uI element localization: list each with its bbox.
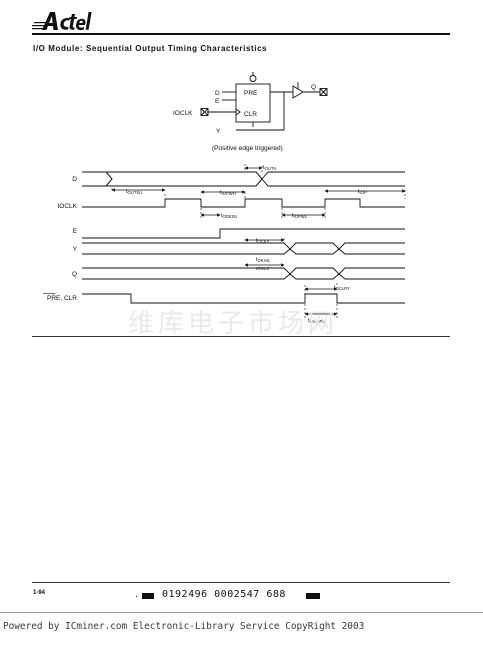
credit-rule — [0, 612, 483, 613]
output-buffer-icon — [292, 85, 304, 99]
signal-label-d: D — [72, 176, 77, 183]
timing-figure: PRE CLR D E IOCLK Q Y (Positive edge tri… — [43, 72, 406, 324]
wave-pre-clr — [82, 293, 405, 304]
param-ioaspw: tIOASPW — [308, 318, 326, 324]
actel-logo — [32, 12, 92, 31]
param-iop: tIOP — [358, 189, 367, 195]
section-title: I/O Module: Sequential Output Timing Cha… — [33, 44, 268, 53]
param-outh: tOUTH — [263, 165, 276, 171]
footer-rule — [32, 582, 450, 583]
wave-q — [82, 267, 405, 280]
signal-label-ioclk: IOCLK — [57, 203, 77, 210]
wave-ioclk — [82, 198, 405, 208]
label-pin-ioclk: IOCLK — [173, 110, 193, 117]
param-oclry: tOCLRY — [334, 285, 350, 291]
param-okhs: tOKHS, — [256, 257, 271, 263]
wave-e — [82, 228, 405, 239]
flip-flop-schematic — [200, 72, 328, 131]
y-feedback-line — [236, 92, 285, 131]
wave-d — [82, 171, 405, 187]
label-pin-q: Q — [311, 84, 316, 91]
param-okls: tCKLS — [256, 266, 269, 271]
signal-label-y: Y — [73, 246, 78, 253]
signal-label-q: Q — [72, 271, 77, 278]
label-pin-y: Y — [216, 128, 221, 135]
clock-edge-mark — [235, 108, 241, 116]
label-pin-e: E — [215, 98, 220, 105]
signal-label-e: E — [73, 228, 78, 235]
page-number: 1-94 — [33, 590, 46, 596]
label-pin-clr: CLR — [244, 111, 257, 118]
barcode-number: 0192496 0002547 688 — [162, 589, 286, 600]
label-pin-d: D — [215, 90, 220, 97]
q-pad-icon — [319, 88, 328, 96]
param-iopwl: tIOPWL — [292, 213, 308, 219]
barcode-marks — [136, 593, 320, 599]
pre-inversion-bubble — [249, 75, 257, 82]
signal-label-pre-clr: PRE, CLR — [47, 295, 77, 302]
param-odesu: tODESU — [221, 213, 237, 219]
header-rule — [32, 33, 450, 35]
schematic-caption: (Positive edge triggered) — [212, 145, 283, 152]
param-outsu: tOUTSU — [126, 189, 142, 195]
param-ocky: tOCKY — [256, 238, 270, 244]
ioclk-pad-icon — [200, 108, 209, 116]
credit-line: Powered by ICminer.com Electronic-Librar… — [3, 621, 365, 632]
figure-bottom-rule — [32, 336, 450, 337]
timing-arrows — [111, 166, 406, 316]
wave-y — [82, 242, 405, 255]
watermark: 维库电子市场网 — [128, 309, 339, 339]
param-iopwh: tIOPWH — [220, 190, 236, 196]
label-pin-pre: PRE — [244, 90, 258, 97]
